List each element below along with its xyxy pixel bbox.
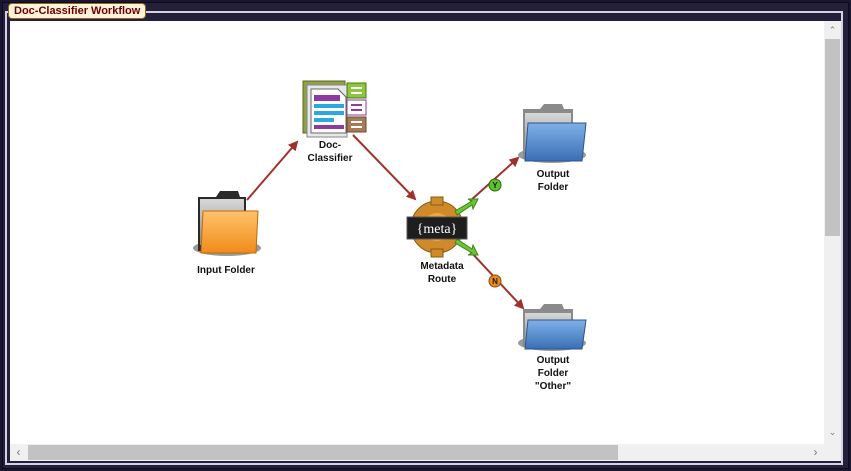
scroll-up-arrow-icon[interactable]: ⌃ xyxy=(828,25,837,35)
workflow-canvas[interactable]: {meta} Y N Input Folder Doc- Classifier xyxy=(10,21,824,444)
route-yes-label: Y xyxy=(492,181,498,190)
horizontal-scroll-thumb[interactable] xyxy=(28,445,618,460)
doc-classifier-label: Doc- Classifier xyxy=(307,140,353,164)
metadata-badge-text: {meta} xyxy=(417,222,458,237)
output-folder-other-label: Output Folder "Other" xyxy=(534,355,572,392)
vertical-scroll-thumb[interactable] xyxy=(825,39,840,236)
scroll-right-arrow-icon[interactable]: › xyxy=(813,445,818,459)
vertical-scrollbar[interactable]: ⌃ ⌄ xyxy=(824,21,841,461)
input-folder-icon[interactable] xyxy=(193,191,261,256)
route-yes-badge: Y xyxy=(488,178,502,192)
horizontal-scrollbar[interactable]: ‹ › xyxy=(10,444,824,461)
workflow-frame xyxy=(5,11,843,465)
connector-classifier-to-route[interactable] xyxy=(352,134,417,201)
scroll-down-arrow-icon[interactable]: ⌄ xyxy=(828,427,837,437)
output-folder-other-icon[interactable] xyxy=(518,304,587,351)
connector-input-to-classifier[interactable] xyxy=(246,140,299,201)
metadata-route-label: Metadata Route xyxy=(420,261,464,285)
window-title: Doc-Classifier Workflow xyxy=(8,3,147,19)
workflow-diagram: {meta} Y N xyxy=(193,80,587,351)
scroll-left-arrow-icon[interactable]: ‹ xyxy=(16,445,21,459)
output-folder-label: Output Folder xyxy=(536,169,570,193)
metadata-route-icon[interactable]: {meta} xyxy=(406,196,479,258)
scrollbar-corner xyxy=(824,444,841,461)
output-folder-icon[interactable] xyxy=(518,104,587,163)
route-no-label: N xyxy=(492,277,498,286)
route-no-badge: N xyxy=(488,274,502,288)
input-folder-label: Input Folder xyxy=(197,265,255,276)
doc-classifier-icon[interactable] xyxy=(302,80,367,138)
